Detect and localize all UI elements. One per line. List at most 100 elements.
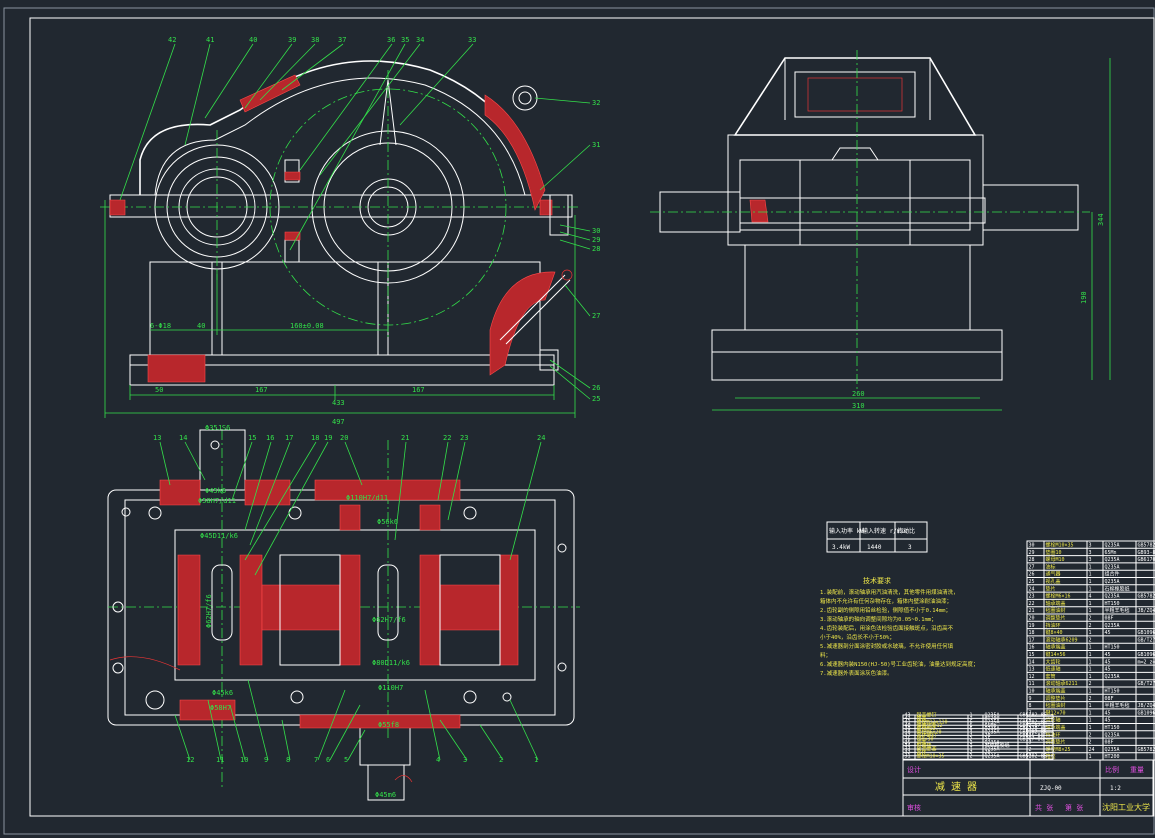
bom-right-cell: 3	[1089, 550, 1092, 556]
bom-right-cell: 2	[1089, 696, 1092, 702]
bom-right-cell: 23	[1029, 594, 1035, 600]
bom-right-cell: 毡圈油封	[1046, 702, 1066, 709]
bom-right-cell: HT150	[1105, 645, 1120, 651]
fit-label: Φ110H7/d11	[346, 494, 388, 502]
bom-right-cell: HT200	[1105, 754, 1120, 760]
callout-23: 23	[460, 434, 468, 442]
bom-right-cell: GB/T276-94	[1138, 681, 1155, 687]
tech-line: 小于40%，沿齿长不小于50%；	[820, 633, 895, 641]
spec-header-speed: 输入转速 r/min	[862, 527, 908, 535]
callout-29: 29	[592, 236, 600, 244]
bom-left-cell: Q235A	[985, 747, 1000, 753]
callout-31: 31	[592, 141, 600, 149]
side-view: 344 190 260 310	[650, 50, 1111, 411]
bom-right-cell: 滚动轴承6209	[1046, 636, 1078, 643]
title-block: 减 速 器 ZJQ-00 1:2 沈阳工业大学 设计 审核 比例 重量 共 张 …	[902, 759, 1154, 817]
bom-right-cell: Q235A	[1105, 579, 1120, 585]
bom-left-cell: 35	[905, 740, 911, 746]
bom-left-cell: GB5782-86	[1020, 719, 1047, 725]
callout-26: 26	[592, 384, 600, 392]
front-dim-497: 497	[332, 418, 345, 426]
title-label-check: 审核	[907, 803, 921, 812]
bom-right-cell: 轴承端盖	[1046, 644, 1066, 651]
callout-28: 28	[592, 245, 600, 253]
bom-left-cell: 2	[970, 750, 973, 756]
bom-right-cell: 20	[1029, 616, 1035, 622]
bom-right-cell: HT150	[1105, 601, 1120, 607]
callout-42: 42	[168, 36, 176, 44]
bom-right-cell: 2	[1089, 616, 1092, 622]
front-dim-center: 160±0.08	[290, 322, 324, 330]
callout-39: 39	[288, 36, 296, 44]
callout-6: 6	[326, 756, 330, 764]
bom-right-cell: 1	[1089, 579, 1092, 585]
bom-left-cell: 32	[905, 750, 911, 756]
spec-value-ratio: 3	[908, 544, 912, 551]
bom-right-cell: 2	[1089, 681, 1092, 687]
bom-left-cell: 螺栓M10×35	[917, 752, 945, 759]
bom-right-cell: 1	[1029, 754, 1032, 760]
callout-22: 22	[443, 434, 451, 442]
bom-right-cell: 6	[1029, 718, 1032, 724]
bom-left-cell: 35	[985, 736, 991, 742]
callout-5: 5	[344, 756, 348, 764]
bom-right-cell: 08F	[1105, 740, 1114, 746]
tech-line: 料；	[820, 651, 831, 659]
bom-left-cell: 6	[970, 719, 973, 725]
bom-left-cell: 螺栓M6×20	[917, 729, 942, 736]
fit-label: Φ45m6	[375, 791, 396, 799]
bom-right-cell: 13	[1029, 667, 1035, 673]
plan-section-housing-top-left	[159, 479, 201, 506]
bom-right-cell: GB1096-79	[1138, 652, 1155, 658]
title-label-scale: 比例	[1105, 765, 1119, 774]
spec-header-power: 输入功率 kW	[829, 527, 864, 535]
bom-right-cell: 箱座	[1046, 753, 1056, 760]
bom-right-cell: 11	[1029, 681, 1035, 687]
callout-17: 17	[285, 434, 293, 442]
bom-right-cell: 5	[1029, 725, 1032, 731]
title-scale: 1:2	[1110, 785, 1121, 792]
bom-right-cell: GB5782-86	[1138, 594, 1155, 600]
bom-right-cell: 石棉橡胶纸	[1105, 585, 1130, 592]
bom-left-cell: 37	[905, 733, 911, 739]
bom-left-cell: Q235A	[985, 713, 1000, 719]
bom-right-cell: GB/T276-94	[1138, 637, 1155, 643]
callout-8: 8	[286, 756, 290, 764]
callout-27: 27	[592, 312, 600, 320]
bom-right-cell: 1	[1089, 601, 1092, 607]
bom-right-cell: 45	[1105, 652, 1111, 658]
bom-right-cell: 键12×70	[1046, 709, 1066, 716]
bom-right-cell: JB/ZQ4606	[1138, 703, 1155, 709]
bom-right-cell: m=2 z=116	[1138, 659, 1155, 665]
callout-12: 12	[186, 756, 194, 764]
bom-right-cell: 1	[1089, 689, 1092, 695]
bom-left-cell: GB5782-86	[1020, 713, 1047, 719]
bom-right-cell: Q235A	[1105, 594, 1120, 600]
bom-left-cell: 石棉橡胶纸	[985, 742, 1010, 749]
fit-label: Φ80D11/k6	[372, 659, 410, 667]
bom-right-cell: 通气器	[1046, 571, 1061, 578]
bom-right-cell: 45	[1105, 659, 1111, 665]
bom-right-cell: 45	[1105, 710, 1111, 716]
spec-table: 输入功率 kW 输入转速 r/min 传动比 3.4kW 1440 3	[826, 521, 928, 553]
bom-right-cell: 1	[1089, 586, 1092, 592]
bom-right-cell: 08F	[1105, 616, 1114, 622]
bom-right-cell: 螺栓M10×35	[1046, 542, 1074, 549]
front-dim-167a: 167	[255, 386, 268, 394]
tech-line: 6.减速器内装N150(HJ-50)号工业齿轮油，油量达到规定高度；	[820, 660, 979, 668]
bom-right-cell: Q235A	[1105, 543, 1120, 549]
callout-21: 21	[401, 434, 409, 442]
bom-left-cell: 43	[905, 713, 911, 719]
side-dim-260: 260	[852, 390, 865, 398]
side-dim-190: 190	[1080, 291, 1088, 304]
bom-right-cell: GB5782-86	[1138, 747, 1155, 753]
bom-left-cell: 放油螺塞	[917, 746, 937, 753]
callout-30: 30	[592, 227, 600, 235]
bom-right-cell: 1	[1089, 710, 1092, 716]
callout-24: 24	[537, 434, 545, 442]
bom-right-cell: 21	[1029, 608, 1035, 614]
bom-right-cell: 25	[1029, 579, 1035, 585]
bom-left-cell: 吊环	[917, 750, 927, 756]
bom-left-cell: 33	[905, 747, 911, 753]
title-label-design: 设计	[907, 765, 921, 774]
